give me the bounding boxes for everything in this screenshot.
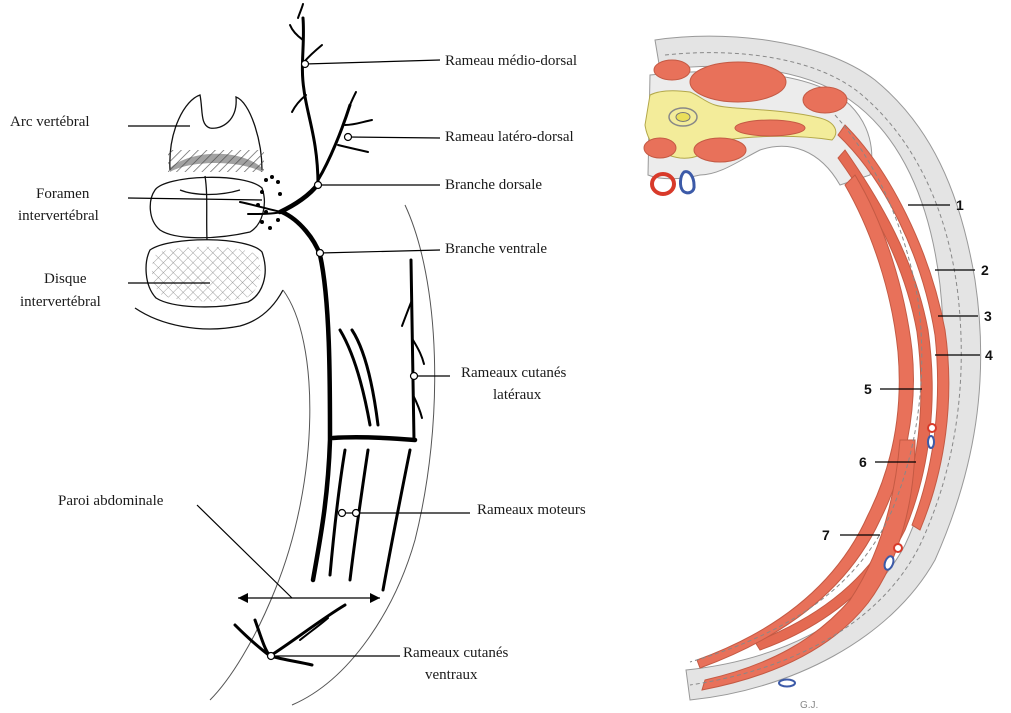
label-branche-dorsale: Branche dorsale — [445, 177, 542, 193]
number-6: 6 — [859, 454, 867, 470]
nerve-tree — [235, 4, 424, 665]
left-leaders — [128, 60, 470, 656]
number-7: 7 — [822, 527, 830, 543]
label-rameaux-cutanes-ventraux-2: ventraux — [425, 667, 478, 683]
number-5: 5 — [864, 381, 872, 397]
label-rameaux-cutanes-lateraux-1: Rameaux cutanés — [461, 365, 567, 381]
vena-cava — [680, 172, 694, 193]
label-paroi-abdominale: Paroi abdominale — [58, 493, 164, 509]
label-foramen-2: intervertébral — [18, 208, 99, 224]
artery-lower — [894, 544, 902, 552]
artery-upper — [928, 424, 936, 432]
number-4: 4 — [985, 347, 993, 363]
left-schematic: Arc vertébral Foramen intervertébral Dis… — [10, 4, 586, 705]
label-rameaux-moteurs: Rameaux moteurs — [477, 502, 586, 518]
vein-bottom — [779, 680, 795, 687]
label-rameau-latero-dorsal: Rameau latéro-dorsal — [445, 129, 574, 145]
label-rameau-medio-dorsal: Rameau médio-dorsal — [445, 53, 577, 69]
vein-upper — [928, 436, 934, 448]
right-cross-section: 1 2 3 4 5 6 7 G.J. — [644, 36, 993, 711]
number-2: 2 — [981, 262, 989, 278]
label-disque-2: intervertébral — [20, 294, 101, 310]
number-1: 1 — [956, 197, 964, 213]
label-rameaux-cutanes-ventraux-1: Rameaux cutanés — [403, 645, 509, 661]
label-rameaux-cutanes-lateraux-2: latéraux — [493, 387, 542, 403]
label-branche-ventrale: Branche ventrale — [445, 241, 547, 257]
label-arc-vertebral: Arc vertébral — [10, 114, 90, 130]
number-3: 3 — [984, 308, 992, 324]
vertebra-drawing — [135, 95, 283, 329]
junction-dots — [268, 61, 418, 660]
signature: G.J. — [800, 700, 818, 711]
label-disque-1: Disque — [44, 271, 87, 287]
label-foramen-1: Foramen — [36, 186, 90, 202]
